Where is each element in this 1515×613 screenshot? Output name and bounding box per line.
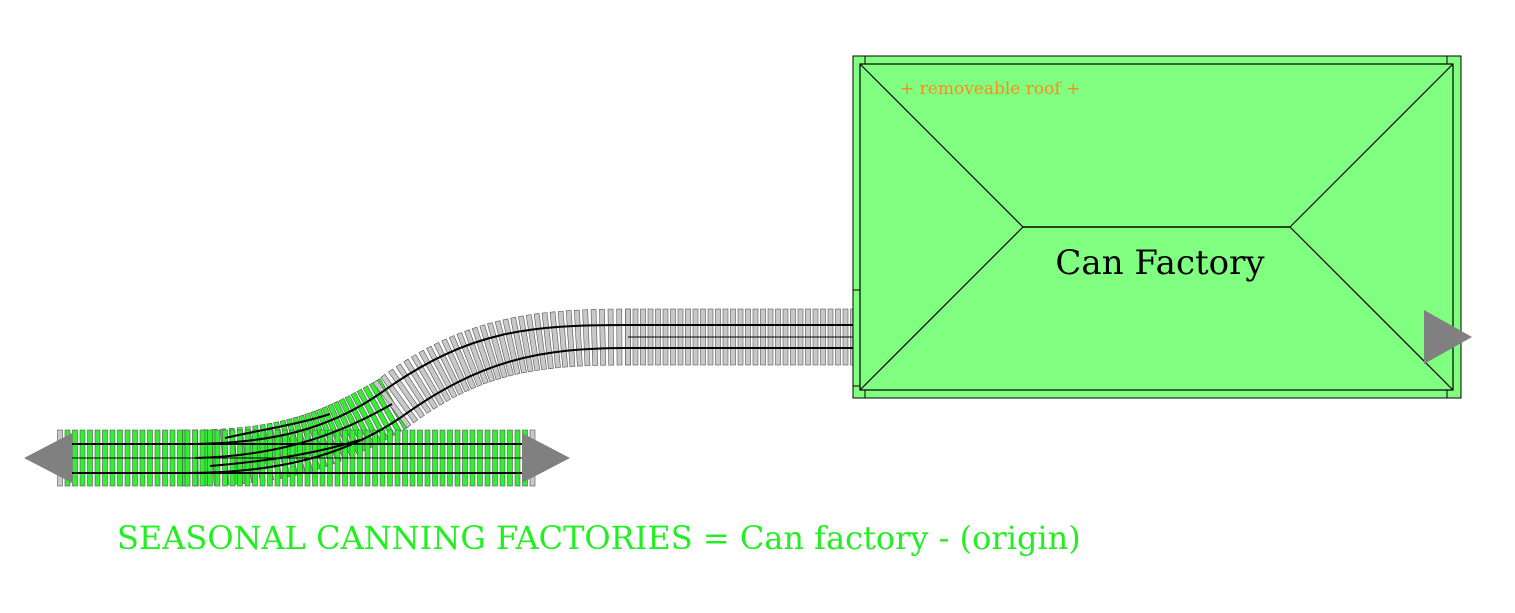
spur-tie [518, 315, 534, 373]
spur-tie [549, 311, 561, 369]
spur-tie [557, 310, 568, 368]
frog-rail-1 [194, 403, 393, 459]
frog-rail-2 [209, 439, 361, 467]
spur-tie [616, 308, 623, 366]
spur-tie [607, 308, 615, 366]
spur-tie [574, 309, 583, 367]
mainline-right-arrow [522, 433, 570, 483]
mainline-left-arrow [24, 433, 72, 483]
spur-tie [599, 308, 606, 366]
spur-tie [541, 312, 554, 370]
frog-rail-3 [224, 413, 331, 439]
factory-exit-arrow [1424, 310, 1472, 364]
roof-hip-bottom-left [859, 226, 1024, 391]
spur-tie [565, 310, 576, 368]
spur-tie [533, 313, 547, 371]
spur-tie [525, 314, 541, 372]
roof-hip-top-right [1289, 63, 1454, 228]
can-factory-building: + removeable roof + Can Factory [852, 55, 1472, 399]
track-rails [65, 324, 853, 474]
spur-tie [582, 309, 591, 367]
spur-tie [590, 309, 599, 366]
spur-rail-outer [184, 324, 853, 445]
spur-rail-inner [184, 347, 853, 474]
roof-hip-top-left [859, 63, 1024, 228]
factory-name-label: Can Factory [1055, 243, 1265, 283]
diagram-caption: SEASONAL CANNING FACTORIES = Can factory… [117, 519, 1081, 557]
roof-note-label: + removeable roof + [900, 79, 1080, 99]
